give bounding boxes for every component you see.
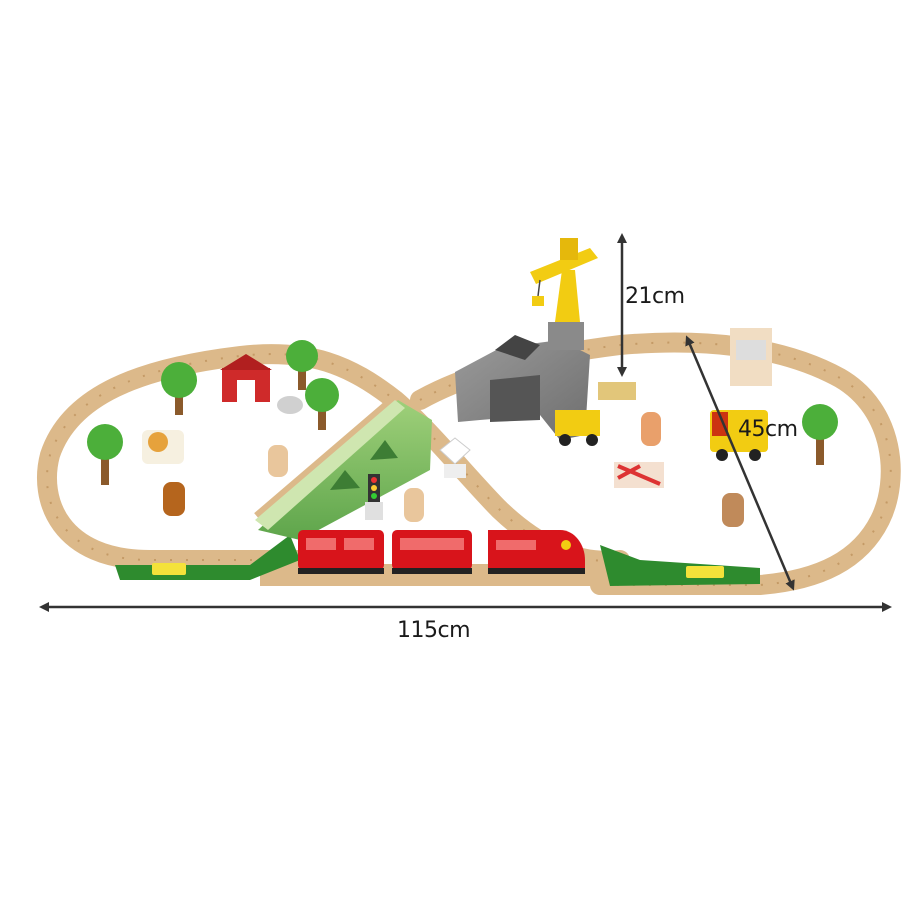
tree-5 — [802, 404, 838, 465]
lion-figure — [142, 430, 184, 464]
person-figure-3 — [404, 488, 424, 522]
train-car-2 — [392, 530, 472, 574]
train-car-1 — [298, 530, 384, 574]
sheep-figure — [277, 396, 303, 414]
width-label: 115cm — [397, 618, 471, 643]
green-hill-ramp — [255, 400, 432, 540]
person-figure-5 — [722, 493, 744, 527]
train-locomotive — [488, 530, 585, 574]
height-label: 21cm — [625, 284, 685, 309]
person-figure-4 — [641, 412, 661, 446]
person-figure-1 — [268, 445, 288, 477]
dimension-arrow-depth — [685, 335, 795, 591]
person-figure-2 — [163, 482, 185, 516]
traffic-light-sign — [365, 474, 383, 520]
tree-4 — [87, 424, 123, 485]
hay-bale — [598, 382, 636, 400]
red-barn — [220, 354, 272, 402]
depth-label: 45cm — [738, 417, 798, 442]
track-switch-left — [115, 535, 300, 580]
red-train — [298, 530, 585, 574]
warning-sign — [439, 437, 471, 478]
barrier-fence — [614, 462, 664, 488]
yellow-bulldozer — [555, 410, 600, 446]
tree-2 — [286, 340, 318, 390]
tree-3 — [305, 378, 339, 430]
tree-1 — [161, 362, 197, 415]
crane — [530, 238, 598, 350]
house-sign — [730, 328, 772, 386]
